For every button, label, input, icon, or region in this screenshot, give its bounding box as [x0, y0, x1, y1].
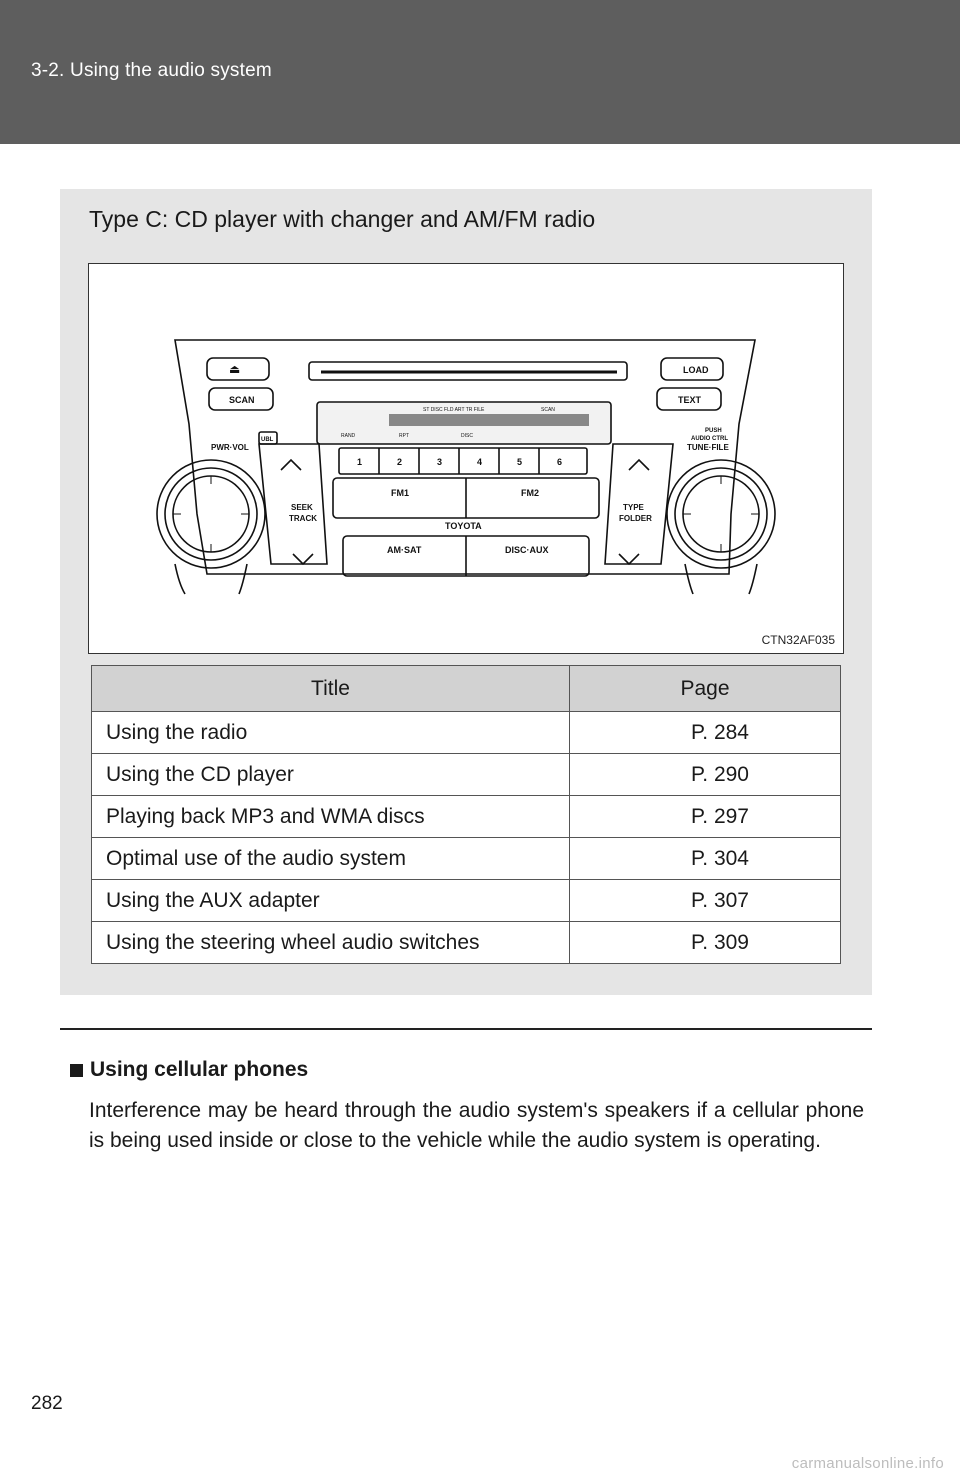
eject-label: ⏏ [229, 362, 240, 376]
row-title: Using the AUX adapter [91, 879, 570, 922]
preset-3-label: 3 [437, 457, 442, 467]
header-page: Page [569, 665, 841, 712]
disc-aux-label: DISC·AUX [505, 545, 549, 555]
row-title: Using the steering wheel audio switches [91, 921, 570, 964]
seek-label: SEEK [291, 503, 313, 512]
note-heading-text: Using cellular phones [90, 1058, 309, 1081]
brand-label: TOYOTA [445, 521, 482, 531]
table-row: Using the CD player P. 290 [91, 753, 841, 796]
preset-4-label: 4 [477, 457, 482, 467]
section-divider [60, 1028, 872, 1030]
push-label: PUSH [705, 428, 722, 434]
row-title: Playing back MP3 and WMA discs [91, 795, 570, 838]
preset-2-label: 2 [397, 457, 402, 467]
table-row: Using the radio P. 284 [91, 711, 841, 754]
table-header-row: Title Page [91, 665, 841, 712]
display-scan-label: SCAN [541, 407, 555, 413]
note-heading: Using cellular phones [70, 1058, 308, 1082]
fm1-label: FM1 [391, 488, 409, 498]
display-top-label: ST DISC FLD ART TR FILE [423, 407, 485, 413]
text-label: TEXT [678, 395, 702, 405]
preset-1-label: 1 [357, 457, 362, 467]
row-title: Using the CD player [91, 753, 570, 796]
row-page: P. 284 [569, 711, 841, 754]
row-page: P. 304 [569, 837, 841, 880]
type-label: TYPE [623, 503, 645, 512]
row-title: Using the radio [91, 711, 570, 754]
table-row: Using the steering wheel audio switches … [91, 921, 841, 964]
folder-label: FOLDER [619, 514, 652, 523]
row-page: P. 290 [569, 753, 841, 796]
square-bullet-icon [70, 1063, 83, 1077]
watermark: carmanualsonline.info [791, 1455, 944, 1472]
panel-title: Type C: CD player with changer and AM/FM… [89, 206, 596, 232]
fm2-label: FM2 [521, 488, 539, 498]
radio-illustration: ⏏ SCAN LOAD TEXT PWR·VOL UBL PUSH AUDIO … [88, 263, 844, 654]
row-page: P. 297 [569, 795, 841, 838]
section-title: 3-2. Using the audio system [31, 60, 272, 81]
display-rand-label: RAND [341, 433, 356, 439]
load-button-shape [660, 357, 724, 381]
audio-type-panel: Type C: CD player with changer and AM/FM… [60, 189, 872, 995]
page-number: 282 [31, 1393, 63, 1414]
am-sat-label: AM·SAT [387, 545, 422, 555]
eject-button-shape [206, 357, 270, 381]
page-header: 3-2. Using the audio system [0, 0, 960, 144]
tune-file-label: TUNE·FILE [687, 443, 729, 452]
pwr-vol-label: PWR·VOL [211, 443, 249, 452]
ubl-label: UBL [261, 437, 274, 443]
row-page: P. 307 [569, 879, 841, 922]
table-row: Using the AUX adapter P. 307 [91, 879, 841, 922]
load-label: LOAD [683, 365, 709, 375]
row-title: Optimal use of the audio system [91, 837, 570, 880]
audio-ctrl-label: AUDIO CTRL [691, 436, 728, 442]
contents-table: Title Page Using the radio P. 284 Using … [91, 665, 841, 964]
figure-code: CTN32AF035 [761, 633, 835, 647]
track-label: TRACK [289, 514, 317, 523]
radio-drawing: ⏏ SCAN LOAD TEXT PWR·VOL UBL PUSH AUDIO … [156, 339, 776, 595]
scan-label: SCAN [229, 395, 255, 405]
row-page: P. 309 [569, 921, 841, 964]
preset-5-label: 5 [517, 457, 522, 467]
display-rpt-label: RPT [399, 433, 409, 439]
scan-button-shape [208, 387, 274, 411]
preset-6-label: 6 [557, 457, 562, 467]
display-disc-label: DISC [461, 433, 473, 439]
text-button-shape [656, 387, 722, 411]
header-title: Title [91, 665, 570, 712]
table-row: Optimal use of the audio system P. 304 [91, 837, 841, 880]
table-row: Playing back MP3 and WMA discs P. 297 [91, 795, 841, 838]
note-body: Interference may be heard through the au… [89, 1099, 864, 1152]
